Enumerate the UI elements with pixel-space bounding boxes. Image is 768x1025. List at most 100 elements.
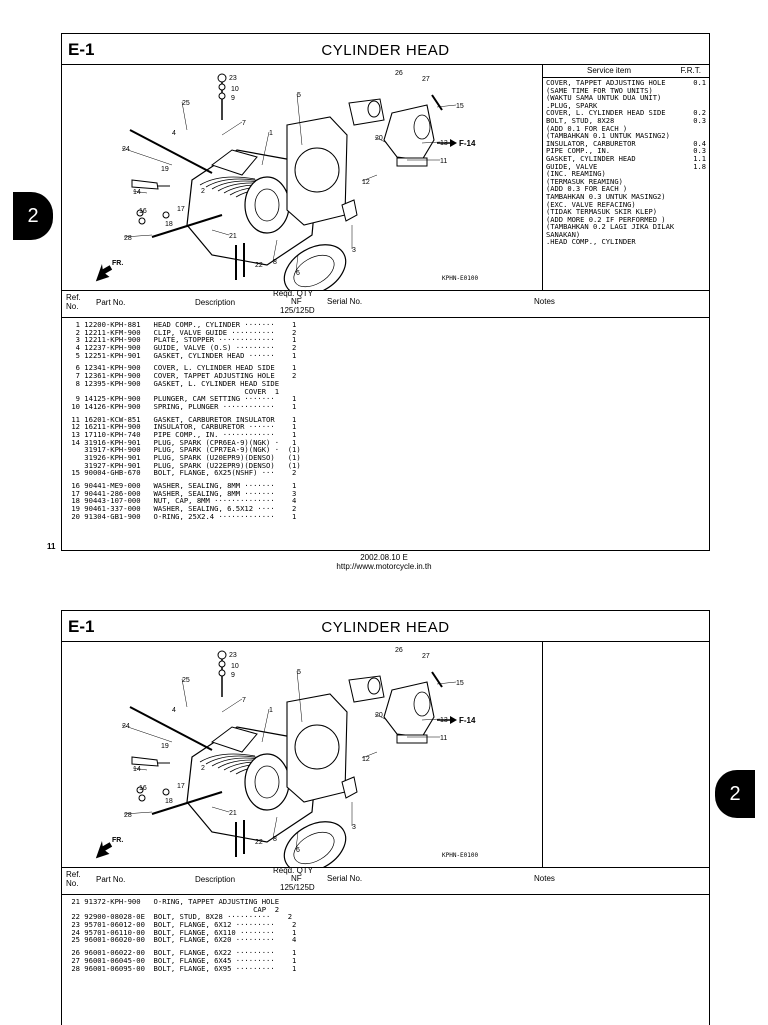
parts-row: 5 12251-KPH-901 GASKET, CYLINDER HEAD ··… — [67, 350, 297, 360]
callout-number: 12 — [362, 179, 370, 186]
callout-number: 18 — [165, 798, 173, 805]
side-cover-rim — [293, 254, 335, 288]
o-ring — [367, 677, 381, 695]
parts-row: 6 12341-KPH-900 COVER, L. CYLINDER HEAD … — [67, 363, 297, 373]
service-line: (WAKTU SAMA UNTUK DUA UNIT) — [546, 94, 706, 102]
service-line: (SAME TIME FOR TWO UNITS) — [546, 85, 706, 95]
callout-number: 1 — [269, 130, 273, 137]
carburetor-gasket — [396, 157, 428, 167]
stopper-plate — [341, 776, 358, 799]
parts-row: 10 14126-KPH-900 SPRING, PLUNGER ·······… — [67, 401, 297, 411]
serial-header: Serial No. — [327, 874, 363, 883]
carburetor-insulator — [348, 98, 385, 126]
callout-number: 26 — [395, 70, 403, 77]
reference-label: F-14 — [459, 716, 476, 725]
callout-number: 10 — [231, 663, 239, 670]
leader-line — [181, 678, 188, 708]
serial-header: Serial No. — [327, 297, 363, 306]
callout-number: 2 — [201, 188, 205, 195]
section-tab: 2 — [715, 770, 755, 818]
bolt — [431, 671, 443, 688]
front-arrow-label: FR. — [112, 837, 123, 844]
service-line-frt — [684, 223, 706, 231]
service-line: (TIDAK TERMASUK SKIR KLEP) — [546, 208, 706, 216]
cooling-fin — [199, 176, 256, 186]
leader-line — [272, 239, 278, 262]
parts-row: 22 92900-08028-0E BOLT, STUD, 8X28 ·····… — [67, 912, 293, 922]
service-line-frt — [684, 216, 706, 224]
service-line: TAMBAHKAN 0.3 UNTUK MASING2) — [546, 193, 706, 201]
service-line-text: (TAMBAHKAN 0.2 LAGI JIKA DILAK — [546, 222, 675, 232]
parts-row: 9 14125-KPH-900 PLUNGER, CAM SETTING ···… — [67, 394, 297, 404]
service-line-text: .PLUG, SPARK — [546, 100, 598, 110]
parts-list: 21 91372-KPH-900 O-RING, TAPPET ADJUSTIN… — [62, 895, 709, 972]
o-ring — [367, 100, 381, 118]
side-cover-rim — [293, 831, 335, 865]
leader-line — [374, 713, 388, 721]
leader-line — [261, 708, 270, 743]
front-arrow-label: FR. — [112, 260, 123, 267]
service-line-text: (SAME TIME FOR TWO UNITS) — [546, 85, 653, 95]
parts-row: 14 31916-KPH-901 PLUG, SPARK (CPR6EA-9)(… — [67, 437, 297, 447]
front-arrow — [95, 840, 113, 859]
callout-number: 7 — [242, 697, 246, 704]
callout-number: 22 — [255, 262, 263, 269]
tappet-cover — [210, 149, 258, 176]
section-code: E-1 — [68, 40, 95, 59]
washer — [218, 83, 226, 91]
service-line: (ADD 0.3 FOR EACH ) — [546, 185, 706, 193]
footer-url: http://www.motorcycle.in.th — [336, 562, 432, 571]
service-line-text: COVER, L. CYLINDER HEAD SIDE — [546, 108, 666, 118]
intake-pipe — [383, 681, 435, 738]
service-line-frt: 0.1 — [693, 78, 706, 87]
callout-number: 8 — [273, 836, 277, 843]
service-line-frt: 0.3 — [693, 115, 706, 125]
service-table-empty — [542, 642, 709, 867]
cooling-fin — [205, 178, 262, 188]
service-item-header: Service item — [587, 66, 632, 75]
callout-number: 14 — [133, 189, 141, 196]
leader-line — [296, 670, 303, 723]
service-line-frt: 0.4 — [693, 138, 706, 148]
bolt — [431, 94, 443, 111]
sealing-washer — [162, 788, 170, 796]
section-code: E-1 — [68, 617, 95, 636]
service-line: (INC. REAMING) — [546, 170, 706, 178]
page-title: CYLINDER HEAD — [321, 619, 450, 636]
callout-number: 22 — [255, 839, 263, 846]
parts-row: COVER 1 — [67, 386, 280, 396]
cap-nut — [217, 73, 227, 83]
gasket-bore — [294, 724, 340, 770]
parts-row: 15 90004-GHB-670 BOLT, FLANGE, 6X25(NSHF… — [67, 468, 297, 478]
leader-line — [261, 131, 270, 166]
callout-number: 23 — [229, 75, 237, 82]
leader-line — [121, 724, 173, 743]
service-table: Service item F.R.T. COVER, TAPPET ADJUST… — [542, 65, 709, 290]
head-gasket — [286, 693, 348, 803]
leader-line — [421, 718, 441, 721]
leader-line — [123, 811, 153, 815]
service-line-text: GASKET, CYLINDER HEAD — [546, 153, 636, 163]
callout-number: 19 — [161, 743, 169, 750]
service-line-text: (TERMASUK REAMING) — [546, 176, 623, 186]
service-line: (EXC. VALVE REFACING) — [546, 200, 706, 209]
service-line-frt — [684, 208, 706, 216]
spring — [218, 669, 226, 677]
leader-line — [132, 767, 148, 771]
reqd-qty-header: Reqd. QTY — [273, 289, 314, 298]
service-line: .HEAD COMP., CYLINDER — [546, 238, 706, 246]
carburetor-gasket — [396, 734, 428, 744]
reference-label: F-14 — [459, 139, 476, 148]
callout-number: 28 — [124, 235, 132, 242]
service-line-text: INSULATOR, CARBURETOR — [546, 138, 636, 148]
intake-pipe — [383, 104, 435, 161]
service-line-frt: 0.3 — [693, 146, 706, 156]
callout-number: 3 — [352, 824, 356, 831]
callout-number: 6 — [296, 847, 300, 854]
callout-number: 5 — [297, 92, 301, 99]
washer — [218, 660, 226, 668]
callout-number: 17 — [177, 206, 185, 213]
parts-row: 28 96001-06095-00 BOLT, FLANGE, 6X95 ···… — [67, 963, 297, 973]
leader-line — [361, 174, 378, 182]
